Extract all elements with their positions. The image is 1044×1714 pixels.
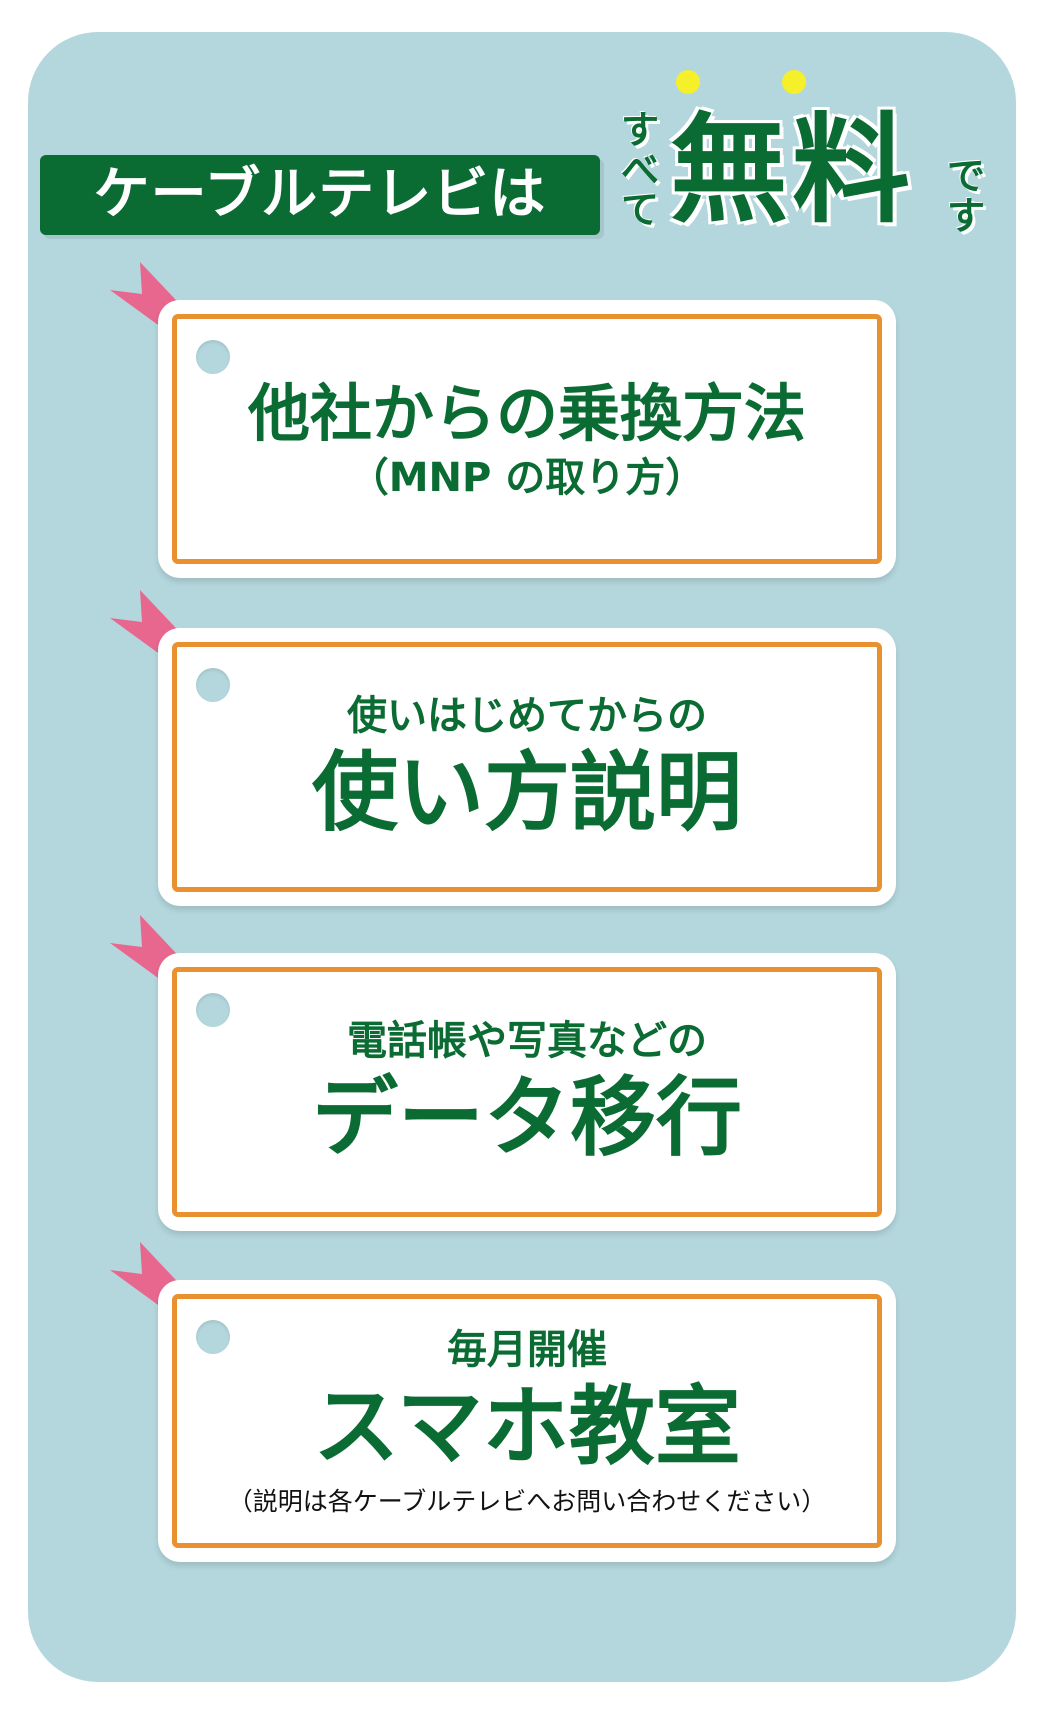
tag-hole — [196, 993, 230, 1027]
tag-hole — [196, 340, 230, 374]
card-smartphone-class-frame: 毎月開催 スマホ教室 （説明は各ケーブルテレビへお問い合わせください） — [172, 1294, 882, 1548]
card-usage-subtitle: 使いはじめてからの — [347, 693, 707, 739]
header-label: ケーブルテレビは — [40, 155, 600, 235]
card-usage: 使いはじめてからの 使い方説明 — [158, 628, 896, 906]
card-data-transfer-frame: 電話帳や写真などの データ移行 — [172, 967, 882, 1217]
card-data-transfer: 電話帳や写真などの データ移行 — [158, 953, 896, 1231]
card-smartphone-class-subtitle: 毎月開催 — [447, 1327, 607, 1373]
tag-hole — [196, 1320, 230, 1354]
card-data-transfer-title: データ移行 — [312, 1068, 742, 1168]
card-switching: 他社からの乗換方法 （MNP の取り方） — [158, 300, 896, 578]
prefix-char-1: す — [620, 108, 659, 152]
free-emphasis: 無料 — [670, 101, 915, 239]
tag-hole — [196, 668, 230, 702]
card-usage-title: 使い方説明 — [312, 743, 742, 843]
card-switching-frame: 他社からの乗換方法 （MNP の取り方） — [172, 314, 882, 564]
prefix-char-2: べ — [620, 148, 659, 192]
card-usage-frame: 使いはじめてからの 使い方説明 — [172, 642, 882, 892]
suffix-char-2: す — [946, 194, 985, 238]
card-data-transfer-subtitle: 電話帳や写真などの — [347, 1018, 707, 1064]
prefix-char-3: て — [620, 188, 659, 232]
card-smartphone-class: 毎月開催 スマホ教室 （説明は各ケーブルテレビへお問い合わせください） — [158, 1280, 896, 1562]
suffix-char-1: で — [946, 154, 985, 198]
card-switching-subtitle: （MNP の取り方） — [348, 455, 706, 501]
yellow-dot-left — [676, 70, 700, 94]
free-heading: す べ て 無料 で す — [610, 70, 1010, 270]
card-smartphone-class-note: （説明は各ケーブルテレビへお問い合わせください） — [227, 1487, 827, 1516]
card-switching-title: 他社からの乗換方法 — [247, 377, 806, 450]
card-smartphone-class-title: スマホ教室 — [313, 1377, 741, 1477]
yellow-dot-right — [782, 70, 806, 94]
